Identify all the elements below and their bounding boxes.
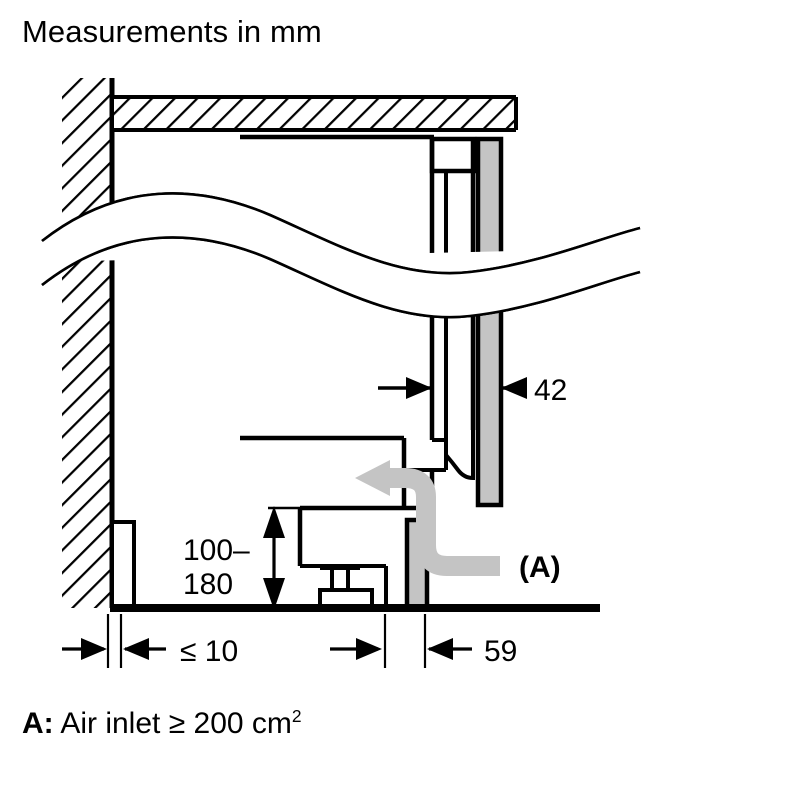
door-seal-detail (432, 430, 475, 481)
dim-100-180-top-arrowhead (263, 506, 285, 538)
legend-marker: A: (22, 707, 54, 740)
ceiling-section (114, 95, 518, 132)
dimension-10: ≤ 10 (123, 635, 238, 668)
hinge-box (429, 136, 477, 174)
break-line-band (42, 193, 640, 318)
dim-42-right-arrowhead (501, 377, 527, 399)
dim-42-label: 42 (534, 374, 567, 407)
foot-base-plate (318, 588, 374, 608)
dimension-59: 59 (427, 635, 517, 668)
dim-42-left-arrowhead (406, 377, 432, 399)
ceiling-hatch-fill (114, 97, 516, 130)
break-line (41, 192, 641, 319)
dimension-left-marker (62, 638, 107, 660)
door-front-panel (475, 136, 504, 508)
page-title: Measurements in mm (22, 14, 322, 49)
wall-section (62, 78, 115, 608)
airflow-arrowhead (355, 460, 390, 496)
dimension-100-180: 100– 180 (183, 506, 404, 610)
wall-hatch-fill (62, 78, 112, 608)
break-line-upper-restroke (41, 192, 641, 275)
dim-100-180-bottom-arrowhead (263, 578, 285, 610)
dimension-mid-marker (330, 638, 382, 660)
dim-59-label: 59 (484, 635, 517, 668)
airflow-label: (A) (519, 551, 561, 584)
dim-mid-arrowhead (356, 638, 382, 660)
skirting-rect (110, 520, 136, 610)
legend-caption: A: Air inlet ≥ 200 cm2 (22, 706, 302, 741)
door-assembly (429, 136, 504, 508)
dim-100-180-label-line1: 100– (183, 534, 250, 567)
legend-superscript: 2 (291, 706, 302, 726)
dim-100-180-label-line2: 180 (183, 568, 233, 601)
bottom-extension-lines (106, 614, 427, 668)
dim-10-label: ≤ 10 (180, 635, 238, 668)
dim-10-arrowhead (123, 638, 149, 660)
dim-59-arrowhead (427, 638, 453, 660)
dim-left-arrowhead (81, 638, 107, 660)
airflow-arrow-group: (A) (355, 460, 561, 584)
break-line-lower-restroke (41, 236, 641, 319)
skirting-block (110, 520, 136, 610)
dimension-42: 42 (378, 374, 567, 407)
airflow-arrow-path (378, 468, 500, 576)
legend-text: Air inlet ≥ 200 cm (53, 707, 292, 740)
